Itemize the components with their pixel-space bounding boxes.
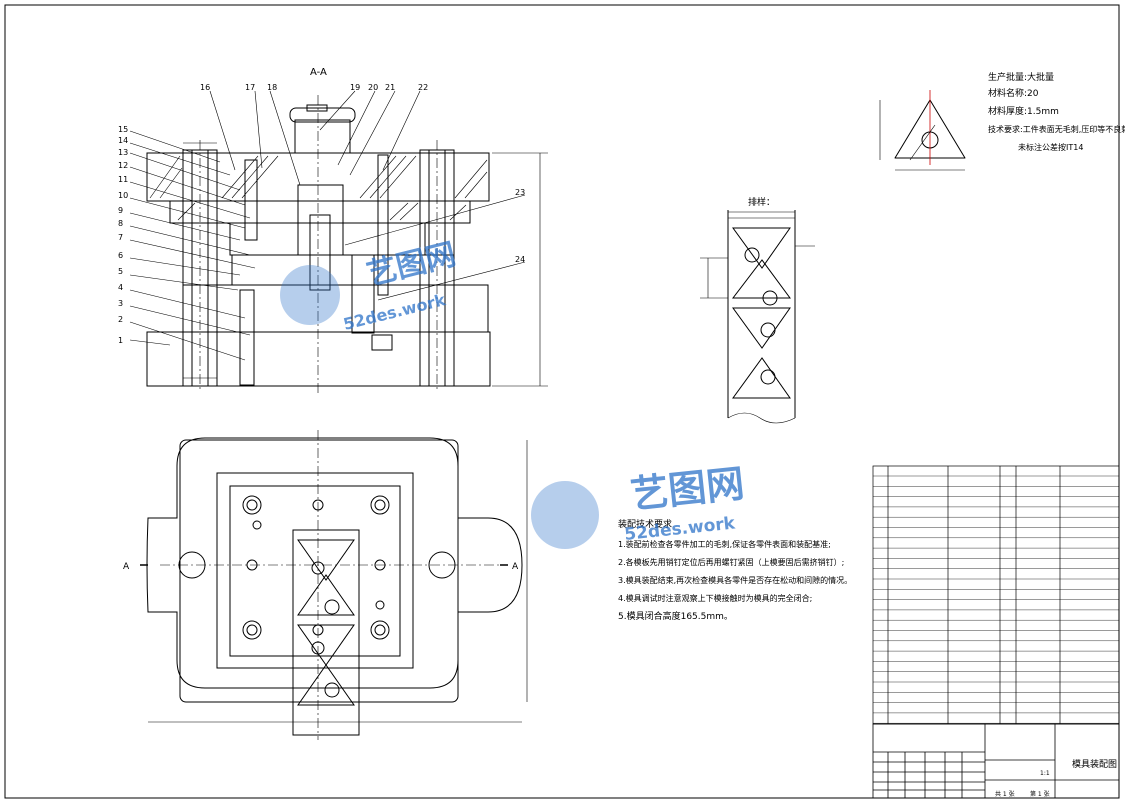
watermark-brand: 艺图网 [628,461,746,517]
note-item: 5.模具闭合高度165.5mm。 [618,610,733,622]
part-number-label: 15 [118,125,128,134]
watermark-logo-icon [280,265,340,325]
note-item: 2.各模板先用销钉定位后再用螺钉紧固（上模要固后需挤销钉）; [618,557,844,567]
title-block [872,723,1120,799]
strip-layout [700,210,815,424]
part-number-label: 24 [515,255,525,264]
section-view [146,95,491,395]
note-item: 4.模具调试时注意观察上下模接触时为模具的完全闭合; [618,593,812,603]
section-hatching [149,155,488,221]
section-title: A-A [310,67,327,78]
part-spec-block: 生产批量:大批量 材料名称:20 材料厚度:1.5mm 技术要求:工件表面无毛刺… [988,71,1125,152]
part-number-label: 2 [118,315,123,324]
part-leaders [129,90,526,361]
part-number-label: 16 [200,83,210,92]
section-mark-right: A [512,562,519,572]
spec-line: 生产批量:大批量 [988,71,1054,83]
section-mark-left: A [123,562,130,572]
spec-line: 未标注公差按IT14 [1018,142,1083,152]
note-item: 3.模具装配结束,再次检查模具各零件是否存在松动和间隙的情况。 [618,575,852,585]
spec-line: 材料厚度:1.5mm [988,105,1059,117]
part-number-label: 6 [118,251,123,260]
part-number-label: 5 [118,267,123,276]
part-number-label: 11 [118,175,128,184]
part-number-label: 13 [118,148,128,157]
watermark-url: 52des.work [341,290,447,334]
drawing-name: 模具装配图 [1072,758,1117,770]
sheet-number: 第 1 张 [1030,790,1050,798]
spec-line: 技术要求:工件表面无毛刺,压印等不良刺钻 [988,124,1125,134]
notes-title: 装配技术要求 [618,518,672,530]
part-number-label: 17 [245,83,255,92]
part-number-label: 23 [515,188,525,197]
part-number-label: 1 [118,336,123,345]
part-number-label: 3 [118,299,123,308]
part-number-label: 7 [118,233,123,242]
part-number-label: 4 [118,283,123,292]
bom-table [872,465,1120,725]
part-view [879,90,966,171]
part-number-label: 22 [418,83,428,92]
watermark-logo-icon [531,481,599,549]
bom-rows [873,475,1119,724]
assembly-notes: 装配技术要求 1.装配前检查各零件加工的毛刺,保证各零件表面和装配基准; 2.各… [618,518,852,622]
sheet-border [4,4,1120,799]
part-number-label: 12 [118,161,128,170]
watermark: 艺图网 52des.work 艺图网 52des.work [280,237,746,549]
part-number-label: 14 [118,136,128,145]
strip-layout-label: 排样： [748,196,775,208]
scale-value: 1:1 [1040,770,1050,777]
part-number-label: 20 [368,83,378,92]
part-number-label: 9 [118,206,123,215]
section-dimensions [183,142,548,387]
note-item: 1.装配前检查各零件加工的毛刺,保证各零件表面和装配基准; [618,539,831,549]
part-number-label: 10 [118,191,128,200]
part-number-label: 19 [350,83,360,92]
spec-line: 材料名称:20 [988,87,1039,99]
part-number-label: 8 [118,219,123,228]
sheet-count: 共 1 张 [995,790,1015,798]
part-number-label: 21 [385,83,395,92]
part-number-label: 18 [267,83,277,92]
plan-view [140,430,528,740]
